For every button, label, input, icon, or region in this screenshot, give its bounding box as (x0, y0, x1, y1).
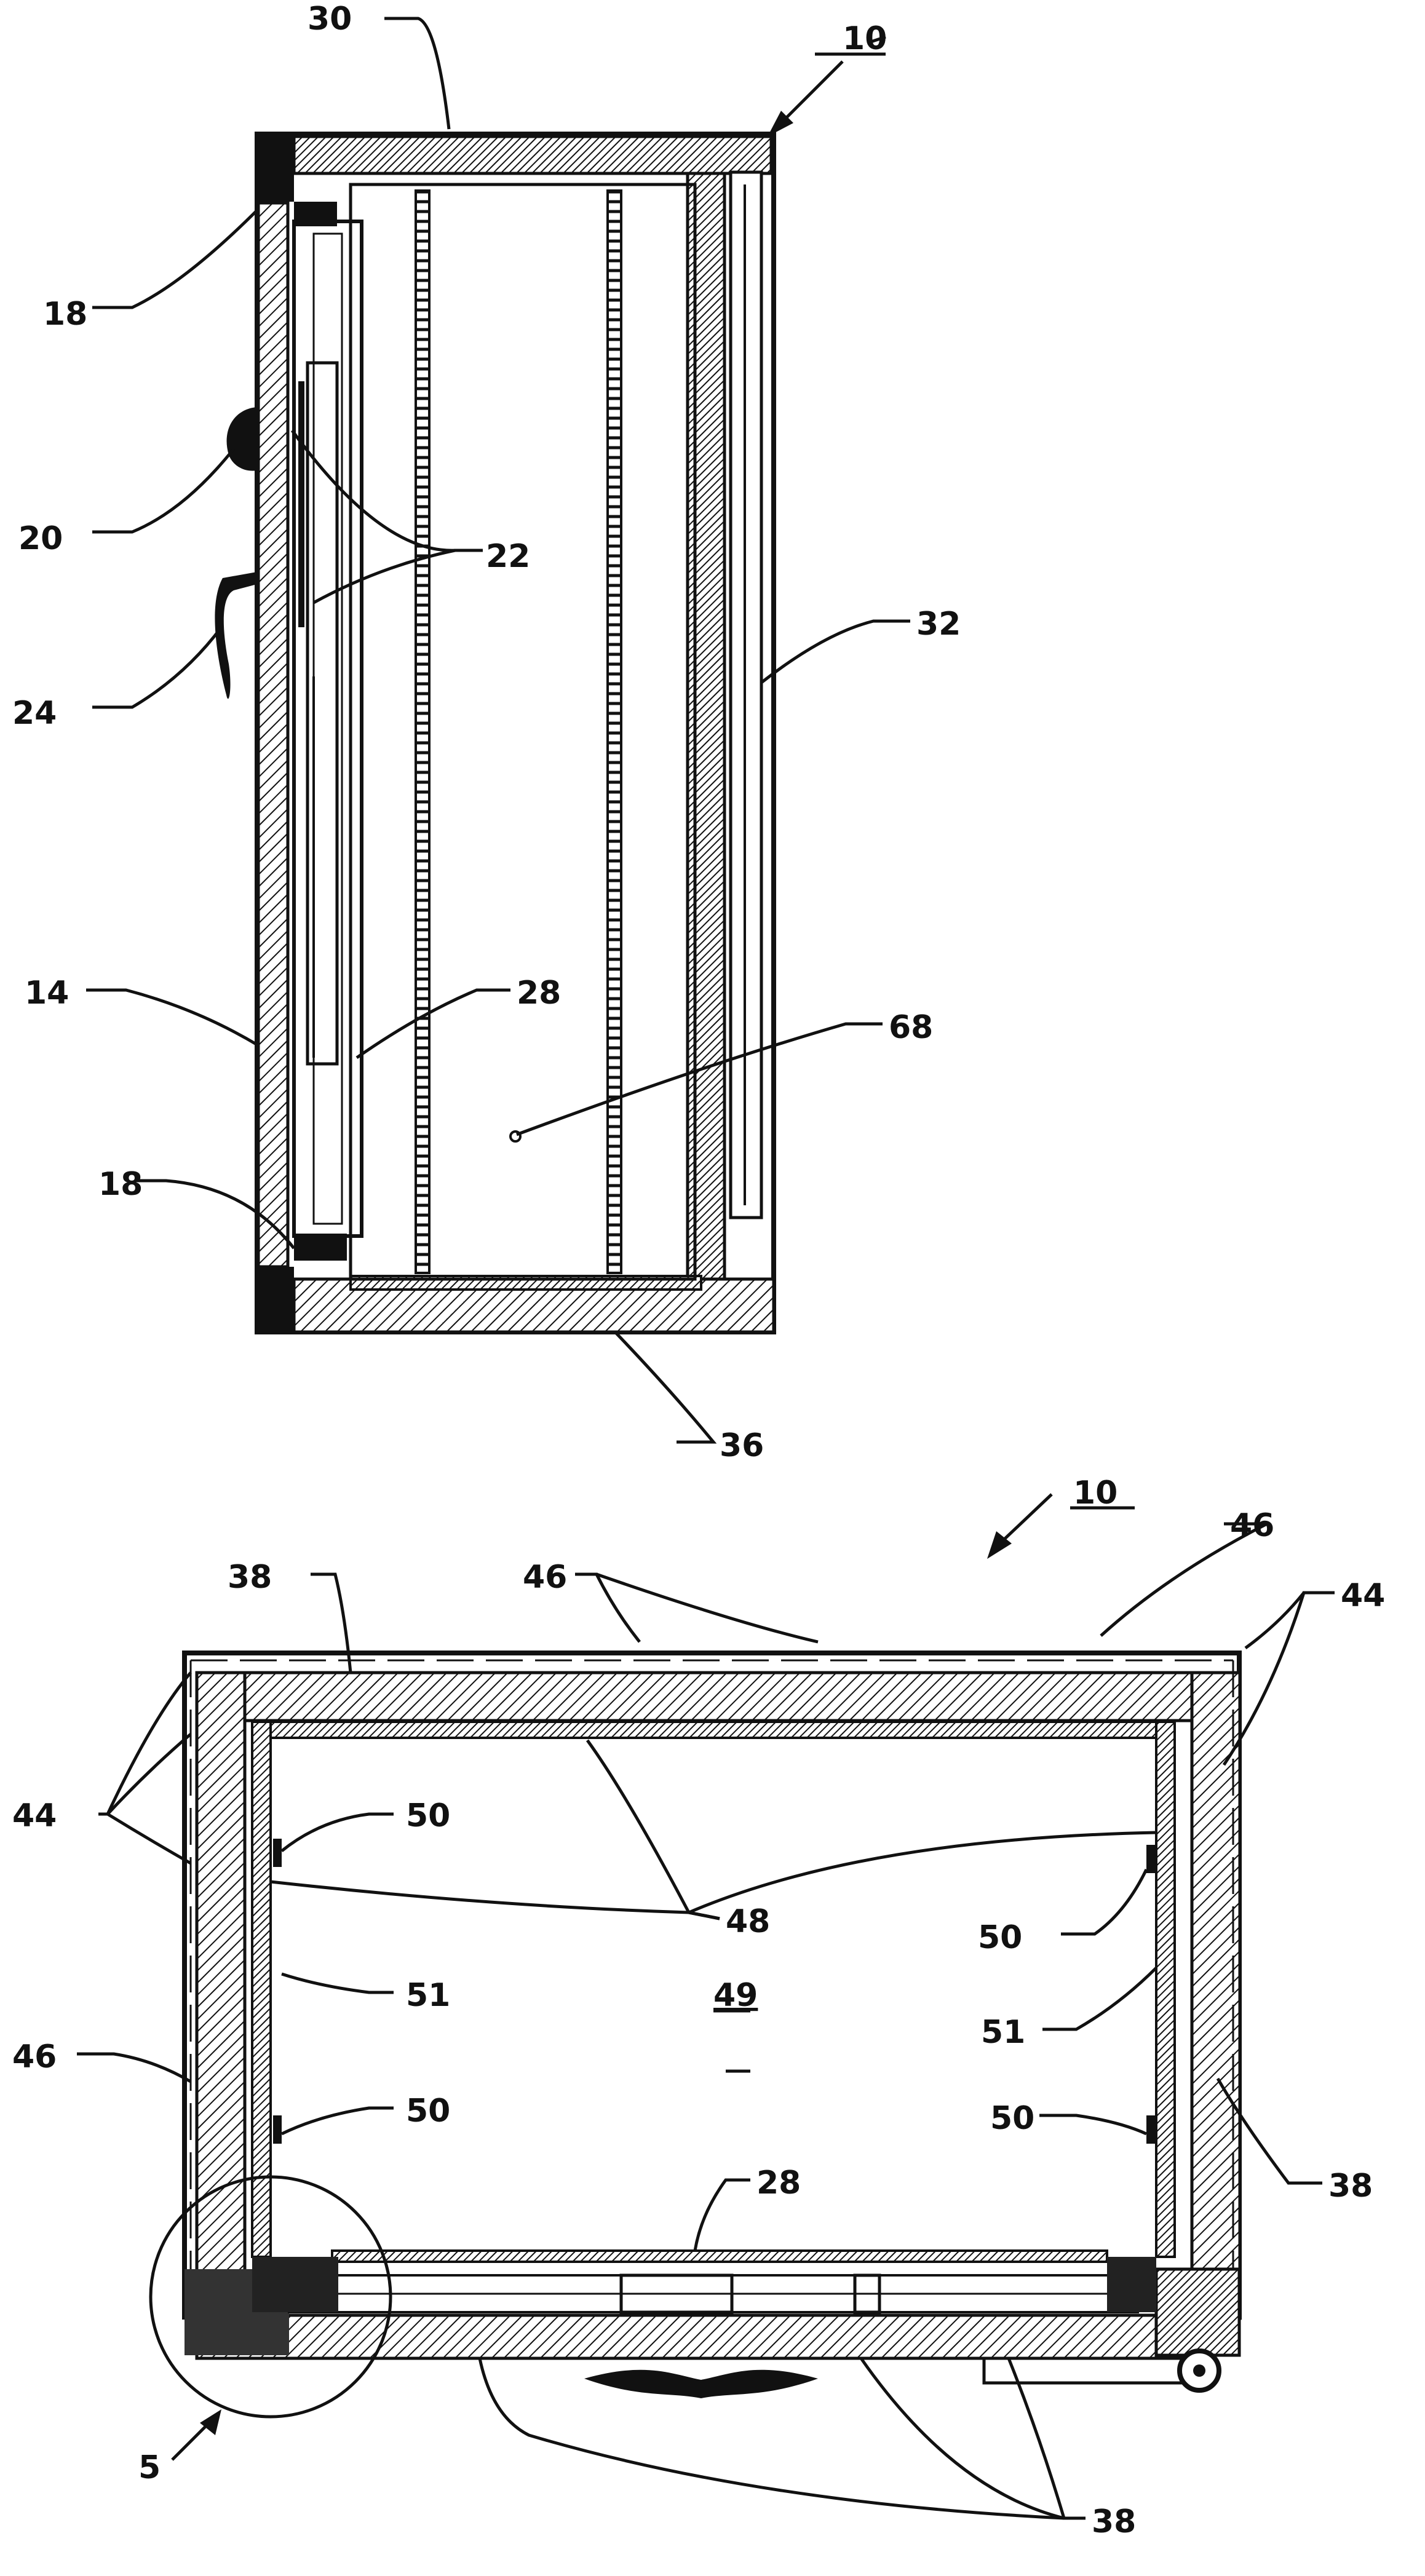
front-corner-right (1156, 2269, 1239, 2355)
bottom-plan-view (77, 1494, 1335, 2518)
back-liner-48 (271, 1722, 1156, 1738)
label-38-bottom: 38 (1092, 2503, 1136, 2540)
label-51-right: 51 (981, 2014, 1025, 2051)
hinge-18-bottom (294, 1234, 347, 1261)
label-20: 20 (18, 520, 63, 557)
label-44-left: 44 (12, 1797, 57, 1834)
top-wall-30 (294, 137, 771, 173)
bracket-50-c (273, 2115, 282, 2144)
door-panel-14 (258, 203, 288, 1267)
top-corner-block (257, 134, 294, 202)
front-door-38 (197, 2315, 1156, 2358)
label-51-left: 51 (406, 1977, 450, 2014)
left-wall-38 (197, 1673, 245, 2318)
right-wall-32 (688, 173, 724, 1280)
bracket-50-b (1146, 1845, 1155, 1873)
shelf-standard-right (608, 191, 621, 1273)
label-22: 22 (486, 538, 530, 575)
label-50-left-bottom: 50 (406, 2093, 450, 2130)
bracket-50-a (273, 1839, 282, 1867)
label-28-top: 28 (517, 975, 561, 1012)
label-32: 32 (916, 606, 961, 643)
label-38-top: 38 (228, 1559, 272, 1596)
hinge-18-top (294, 202, 337, 226)
door-handle (584, 2370, 818, 2398)
label-14: 14 (25, 975, 69, 1012)
label-68: 68 (889, 1009, 933, 1046)
bottom-corner-block (257, 1267, 294, 1332)
label-50-right-top: 50 (978, 1919, 1022, 1956)
bracket-50-d (1146, 2115, 1155, 2144)
label-44-right: 44 (1341, 1577, 1385, 1614)
label-30: 30 (308, 1, 352, 38)
label-49: 49 (713, 1977, 758, 2014)
label-46-top-middle: 46 (523, 1559, 567, 1596)
label-28-bottom: 28 (756, 2165, 801, 2201)
label-46-left: 46 (12, 2039, 57, 2075)
corner-gasket-right (1107, 2257, 1156, 2312)
lever-24 (215, 572, 257, 699)
label-10-top: 10 (843, 20, 887, 57)
label-18-top: 18 (43, 296, 87, 333)
right-liner-48 (1156, 1722, 1175, 2257)
inner-liner (351, 184, 695, 1279)
label-46-top-right: 46 (1230, 1507, 1274, 1544)
label-38-right: 38 (1328, 2168, 1373, 2205)
back-wall-38 (245, 1673, 1192, 1721)
label-18-bottom: 18 (98, 1166, 143, 1203)
label-48: 48 (726, 1903, 770, 1940)
label-24: 24 (12, 695, 57, 732)
gasket-28-plan (332, 2251, 1107, 2262)
label-36: 36 (720, 1427, 764, 1464)
top-section-view (86, 18, 910, 1442)
handle-20 (227, 407, 257, 471)
plan-outer-wall (185, 1653, 1239, 2317)
label-50-left-top: 50 (406, 1797, 450, 1834)
shelf-standard-left (416, 191, 429, 1273)
label-5: 5 (138, 2449, 161, 2486)
label-50-right-bottom: 50 (990, 2100, 1034, 2137)
corner-gasket-left (252, 2257, 338, 2312)
label-10-bottom: 10 (1073, 1475, 1117, 1512)
